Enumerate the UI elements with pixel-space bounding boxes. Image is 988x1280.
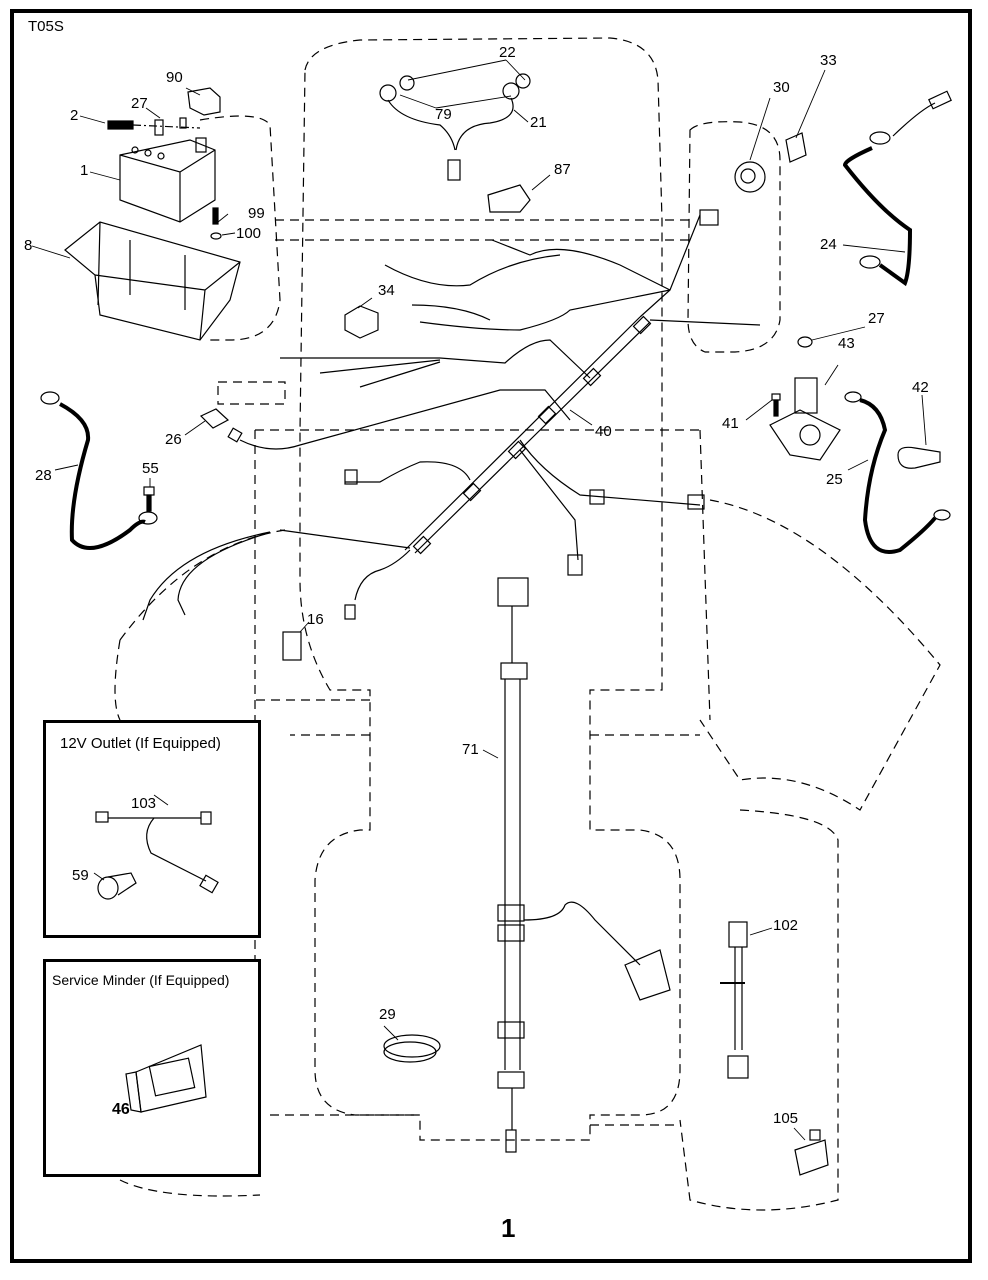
cable-part-24 (842, 90, 952, 287)
fuse-part-26 (199, 408, 243, 443)
callout-8: 8 (24, 237, 33, 254)
callout-30: 30 (773, 79, 790, 96)
harness-part-102 (720, 921, 749, 1079)
harness-part-71 (497, 577, 671, 1153)
service-minder-drawing (125, 1044, 207, 1113)
callout-71: 71 (462, 741, 479, 758)
main-harness-part-40 (142, 209, 761, 621)
callout-27: 27 (131, 95, 148, 112)
bolt-part-41 (771, 393, 781, 417)
battery-box-part-8 (64, 221, 241, 341)
callout-2: 2 (70, 107, 79, 124)
callout-100: 100 (236, 225, 262, 242)
switch-part-105 (794, 1129, 829, 1176)
boot-part-42 (897, 446, 941, 469)
callout-24: 24 (820, 236, 837, 253)
callout-79: 79 (435, 106, 452, 123)
callout-102: 102 (773, 917, 799, 934)
callout-42: 42 (912, 379, 929, 396)
callout-25: 25 (826, 471, 843, 488)
diagram-code: T05S (28, 18, 64, 35)
page-number: 1 (501, 1213, 516, 1243)
solenoid-part-43 (769, 336, 841, 461)
cable-part-25 (844, 391, 951, 554)
inset-12v-outlet: 12V Outlet (If Equipped) 103 59 (43, 720, 261, 938)
ignition-switch-part-30 (734, 161, 766, 193)
callout-1: 1 (80, 162, 89, 179)
callout-22: 22 (499, 44, 516, 61)
callout-43: 43 (838, 335, 855, 352)
outlet-harness-drawing (93, 794, 219, 900)
callout-55: 55 (142, 460, 159, 477)
callout-29: 29 (379, 1006, 396, 1023)
relay-part-87 (487, 184, 531, 213)
inset-service-minder: Service Minder (If Equipped) 46 (43, 959, 261, 1177)
callout-27b: 27 (868, 310, 885, 327)
inset-12v-outlet-title: 12V Outlet (If Equipped) (60, 735, 221, 752)
relay-part-16 (282, 631, 302, 661)
callout-99: 99 (248, 205, 265, 222)
callout-26: 26 (165, 431, 182, 448)
callout-87: 87 (554, 161, 571, 178)
callout-41: 41 (722, 415, 739, 432)
callout-103: 103 (131, 795, 157, 812)
callout-28: 28 (35, 467, 52, 484)
bolt-part-55 (143, 486, 155, 512)
callout-34: 34 (378, 282, 395, 299)
callout-46: 46 (112, 1101, 130, 1118)
callout-90: 90 (166, 69, 183, 86)
switch-part-34 (344, 305, 379, 339)
callout-21: 21 (530, 114, 547, 131)
battery-hardware (107, 87, 222, 240)
callout-40: 40 (595, 423, 612, 440)
leader-lines (31, 59, 927, 1141)
inset-service-minder-title: Service Minder (If Equipped) (52, 972, 230, 988)
cable-part-28 (40, 391, 158, 550)
callout-105: 105 (773, 1110, 799, 1127)
callout-33: 33 (820, 52, 837, 69)
headlight-harness-part-79 (379, 73, 531, 181)
grommet-part-29 (383, 1034, 441, 1063)
battery-part-1 (119, 137, 216, 223)
diagram-frame (10, 9, 972, 1263)
callout-59: 59 (72, 867, 89, 884)
callout-16: 16 (307, 611, 324, 628)
